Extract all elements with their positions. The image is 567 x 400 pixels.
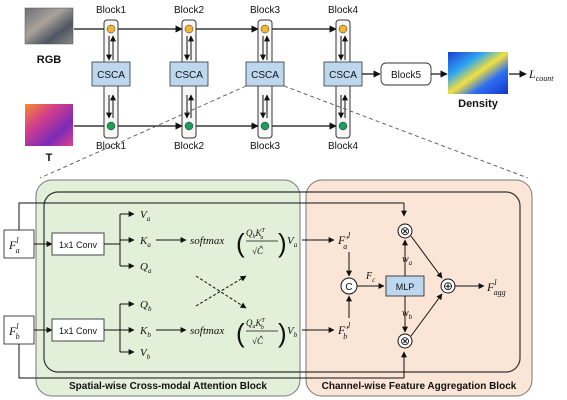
kb-label: Kb — [139, 325, 151, 339]
rgb-feature-dot — [338, 24, 348, 34]
wb-label: wb — [402, 308, 413, 321]
fc-label: Fc — [365, 271, 376, 284]
block-top-label: Block1 — [96, 5, 126, 16]
rgb-feature-dot — [106, 24, 116, 34]
conv-a-label: 1x1 Conv — [59, 240, 98, 250]
block-col-3: CSCA Block3 Block3 — [245, 5, 285, 152]
softmax-a: softmax — [190, 235, 224, 247]
softmax-va: Va — [287, 235, 298, 249]
density-label: Density — [458, 98, 499, 110]
block-bottom-label: Block4 — [328, 141, 358, 152]
csca-box — [245, 61, 285, 87]
csca-box — [169, 61, 209, 87]
t-feature-dot — [260, 121, 270, 131]
softmax-vb: Vb — [287, 325, 298, 339]
rgb-label: RGB — [37, 54, 62, 66]
qb-label: Qb — [140, 299, 152, 313]
multiply-label-a: ⊗ — [400, 224, 410, 238]
top-pipeline: RGB T CSCA Block1 Block1 — [24, 5, 554, 179]
block-col-4: CSCA Block4 Block4 — [323, 5, 363, 152]
csca-label: CSCA — [329, 70, 357, 81]
detail-section: Spatial-wise Cross-modal Attention Block… — [3, 179, 533, 397]
concat-label: C — [345, 282, 352, 293]
csca-label: CSCA — [175, 70, 203, 81]
csca-label: CSCA — [97, 70, 125, 81]
loss-label: Lcount — [528, 67, 554, 83]
softmax-b: softmax — [190, 325, 224, 337]
density-map — [448, 52, 508, 94]
channel-block-title: Channel-wise Feature Aggregation Block — [322, 381, 517, 392]
block-col-1: CSCA Block1 Block1 — [91, 5, 131, 152]
t-feature-dot — [106, 121, 116, 131]
wa-label: wa — [402, 254, 413, 267]
block5-label: Block5 — [391, 70, 421, 81]
zoom-frame — [43, 191, 521, 373]
spatial-block-title: Spatial-wise Cross-modal Attention Block — [69, 381, 267, 392]
va-label: Va — [140, 209, 151, 223]
frac-den-b: √Ĉ — [252, 336, 264, 346]
paren-close-a: ) — [278, 228, 287, 258]
block-bottom-label: Block2 — [174, 141, 204, 152]
paren-open-a: ( — [236, 228, 245, 258]
multiply-label-b: ⊗ — [400, 334, 410, 348]
qa-label: Qa — [140, 261, 152, 275]
spatial-block-bg — [35, 179, 301, 397]
block-bottom-label: Block3 — [250, 141, 280, 152]
t-feature-dot — [184, 121, 194, 131]
csca-box — [91, 61, 131, 87]
csca-label: CSCA — [251, 70, 279, 81]
thermal-image — [25, 104, 73, 146]
frac-den-a: √Ĉ — [252, 246, 264, 256]
sum-label: ⊕ — [443, 279, 453, 293]
block-top-label: Block2 — [174, 5, 204, 16]
multiply-node-b — [397, 333, 413, 349]
block-top-label: Block4 — [328, 5, 358, 16]
paren-open-b: ( — [236, 318, 245, 348]
rgb-image — [25, 8, 73, 44]
block-top-label: Block3 — [250, 5, 280, 16]
input-fb-box — [3, 315, 35, 345]
block-col-2: CSCA Block2 Block2 — [169, 5, 209, 152]
multiply-node-a — [397, 223, 413, 239]
mlp-label: MLP — [396, 282, 415, 292]
t-feature-dot — [338, 121, 348, 131]
vb-label: Vb — [140, 347, 151, 361]
conv-b-label: 1x1 Conv — [59, 326, 98, 336]
ka-label: Ka — [139, 235, 151, 249]
rgb-feature-dot — [184, 24, 194, 34]
t-label: T — [46, 152, 53, 164]
paren-close-b: ) — [278, 318, 287, 348]
rgb-feature-dot — [260, 24, 270, 34]
